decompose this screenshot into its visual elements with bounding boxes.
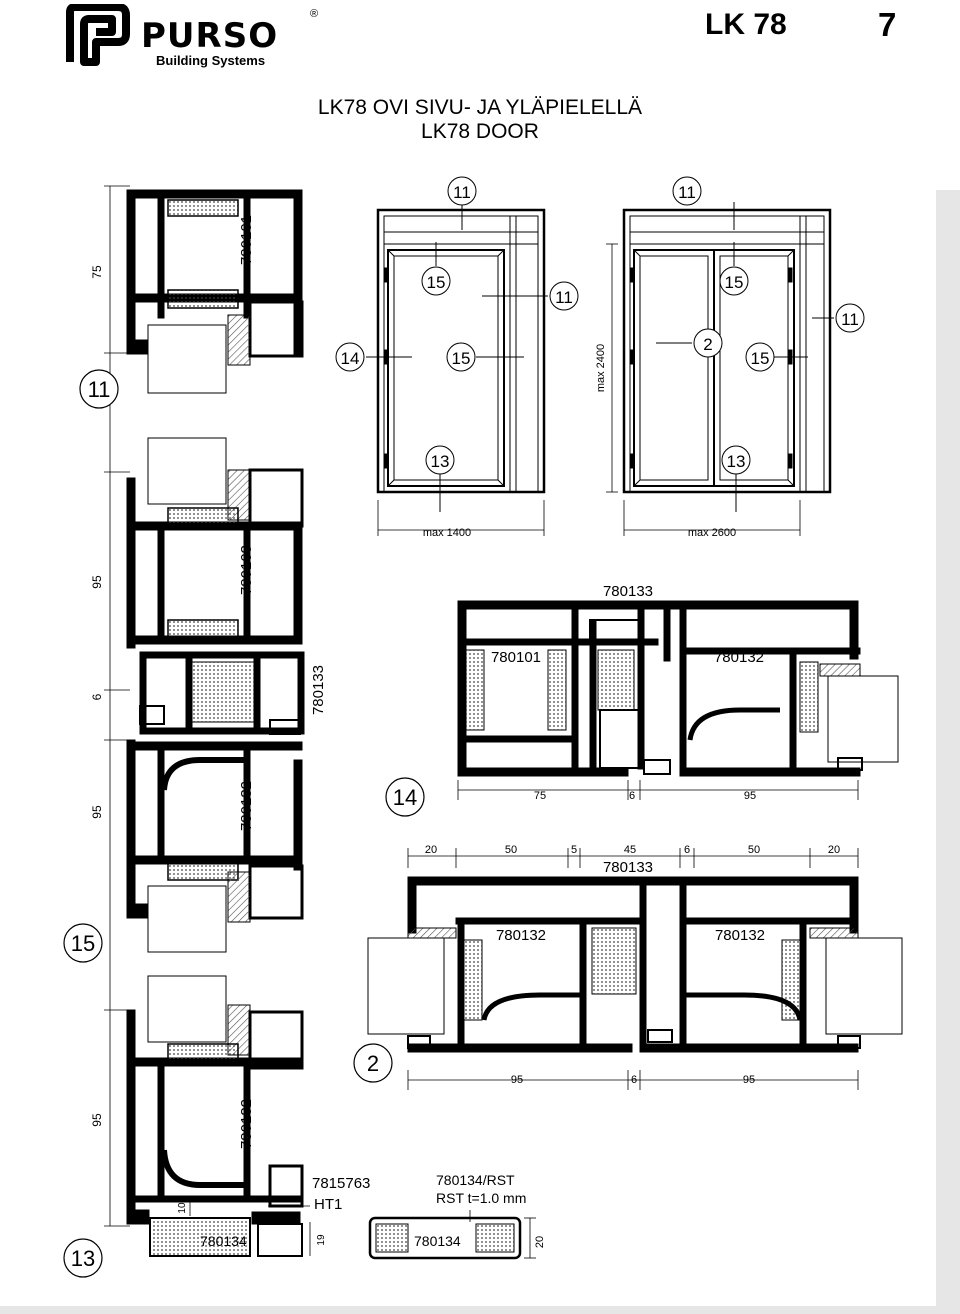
- marker-11-double-right: 11: [835, 303, 865, 333]
- svg-text:14: 14: [341, 349, 360, 368]
- label-780133-s14: 780133: [603, 583, 653, 600]
- brand-name: PURSO: [141, 16, 279, 56]
- label-780134-rst: 780134/RST: [436, 1172, 515, 1188]
- marker-11-single-right: 11: [549, 281, 579, 311]
- svg-text:15: 15: [427, 273, 446, 292]
- svg-text:14: 14: [393, 785, 417, 810]
- marker-15-double-panel: 15: [719, 266, 749, 296]
- profile-780103-section: [126, 437, 304, 649]
- dim-s2-20-right: 20: [828, 844, 840, 856]
- svg-text:13: 13: [727, 452, 746, 471]
- label-7815763: 7815763: [312, 1175, 370, 1192]
- dim-19: 19: [316, 1234, 327, 1246]
- svg-text:11: 11: [88, 377, 111, 402]
- marker-15-double-mid: 15: [745, 342, 775, 372]
- svg-text:11: 11: [453, 183, 471, 202]
- vertical-section: [104, 185, 311, 1257]
- page-bottom-decoration: [0, 1306, 960, 1314]
- dim-s2-50-left: 50: [505, 844, 517, 856]
- page-number: 7: [878, 6, 897, 43]
- dim-20-threshold: 20: [534, 1236, 546, 1248]
- label-ht1: HT1: [314, 1196, 342, 1213]
- marker-13-double: 13: [721, 445, 751, 475]
- dim-max-2600: max 2600: [688, 527, 736, 539]
- title-finnish: LK78 OVI SIVU- JA YLÄPIELELLÄ: [317, 96, 643, 119]
- registered-mark: ®: [310, 8, 319, 20]
- marker-11-left: 11: [79, 369, 119, 409]
- marker-14-single: 14: [335, 342, 365, 372]
- dim-s2-50-right: 50: [748, 844, 760, 856]
- elevation-double-door: [606, 202, 834, 536]
- dim-s2-5: 5: [571, 844, 577, 856]
- dim-s2-95-left: 95: [511, 1074, 523, 1086]
- svg-text:13: 13: [431, 452, 450, 471]
- marker-11-double-top: 11: [672, 176, 702, 206]
- svg-text:2: 2: [703, 335, 712, 354]
- marker-15-left: 15: [63, 923, 103, 963]
- marker-2-double: 2: [693, 328, 723, 358]
- marker-15-single-mid: 15: [446, 342, 476, 372]
- dim-max-1400: max 1400: [423, 527, 471, 539]
- label-780134-vertical: 780134: [200, 1233, 247, 1249]
- profile-780132-upper-section: [126, 739, 304, 953]
- svg-text:15: 15: [725, 273, 744, 292]
- label-780132-lower: 780132: [238, 1099, 255, 1149]
- dim-s14-6: 6: [629, 790, 635, 802]
- svg-text:15: 15: [751, 349, 770, 368]
- title-english: LK78 DOOR: [421, 120, 539, 143]
- profile-780101-section: [126, 189, 304, 394]
- technical-drawing: 75 95 6 95 95 780101 780103 780133 78013…: [63, 176, 903, 1278]
- marker-14: 14: [385, 777, 425, 817]
- dim-max-2400: max 2400: [595, 344, 607, 392]
- marker-11-single-top: 11: [447, 176, 477, 206]
- marker-15-single-panel: 15: [421, 266, 451, 296]
- label-780132-upper: 780132: [238, 781, 255, 831]
- label-780103: 780103: [238, 545, 255, 595]
- label-780132-s2-right: 780132: [715, 927, 765, 944]
- dim-s2-6-bottom: 6: [631, 1074, 637, 1086]
- label-780133: 780133: [310, 665, 327, 715]
- dim-s14-75: 75: [534, 790, 546, 802]
- svg-text:13: 13: [71, 1246, 95, 1271]
- dim-10: 10: [177, 1202, 188, 1214]
- dim-6: 6: [90, 693, 104, 700]
- page-edge-decoration: [936, 190, 960, 1314]
- section-14-drawing: [457, 600, 899, 800]
- label-780101: 780101: [238, 215, 255, 265]
- label-780132-s14: 780132: [714, 649, 764, 666]
- threshold-detail-drawing: [368, 1210, 536, 1260]
- dim-s2-45: 45: [624, 844, 636, 856]
- label-780132-s2-left: 780132: [496, 927, 546, 944]
- marker-13-single: 13: [425, 445, 455, 475]
- purso-logo-mark-icon: [66, 4, 130, 66]
- svg-text:15: 15: [452, 349, 471, 368]
- dim-s14-95: 95: [744, 790, 756, 802]
- label-rst-thickness: RST t=1.0 mm: [436, 1190, 526, 1206]
- dim-95-lower: 95: [90, 1113, 104, 1127]
- dim-95-upper: 95: [90, 575, 104, 589]
- svg-text:2: 2: [367, 1051, 379, 1076]
- svg-text:11: 11: [678, 183, 696, 202]
- profile-780132-lower-section: [126, 975, 311, 1257]
- dim-s2-95-right: 95: [743, 1074, 755, 1086]
- label-780134-detail: 780134: [414, 1233, 461, 1249]
- label-780133-s2: 780133: [603, 859, 653, 876]
- profile-780133-section: [139, 651, 305, 735]
- brand-subtitle: Building Systems: [156, 53, 266, 68]
- marker-2: 2: [353, 1043, 393, 1083]
- dim-s2-6: 6: [684, 844, 690, 856]
- purso-logo: PURSO Building Systems ®: [66, 4, 336, 70]
- svg-text:11: 11: [841, 310, 859, 329]
- marker-13-left: 13: [63, 1238, 103, 1278]
- product-code: LK 78: [705, 8, 787, 41]
- section-2-drawing: [367, 848, 903, 1090]
- svg-text:15: 15: [71, 931, 95, 956]
- dim-75: 75: [90, 265, 104, 279]
- dim-95-middle: 95: [90, 805, 104, 819]
- svg-text:11: 11: [555, 288, 573, 307]
- label-780101-s14: 780101: [491, 649, 541, 666]
- elevation-single-door: [366, 202, 548, 536]
- dim-s2-20-left: 20: [425, 844, 437, 856]
